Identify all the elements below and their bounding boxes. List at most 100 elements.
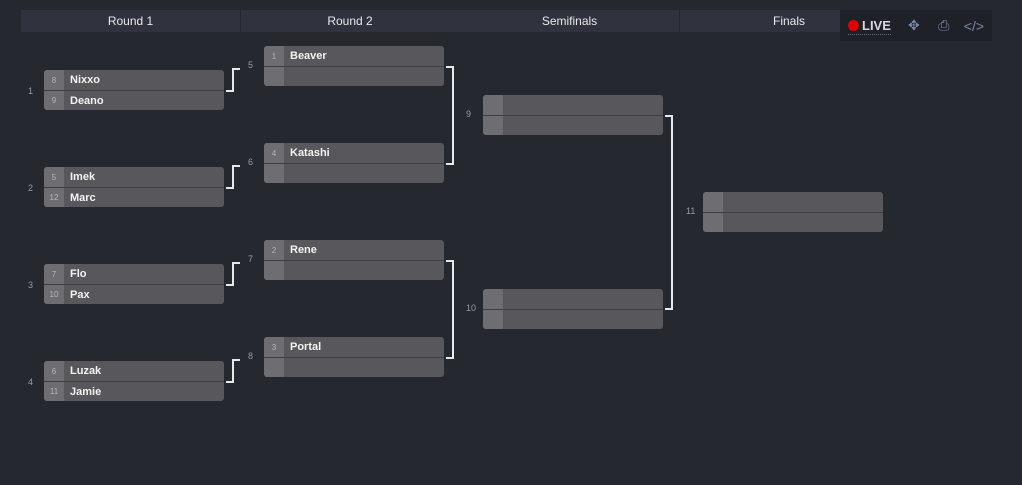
player-name: Nixxo xyxy=(70,74,100,86)
player-slot[interactable] xyxy=(264,357,444,377)
match[interactable]: 5 Imek 12 Marc xyxy=(44,167,224,207)
match[interactable]: 4 Katashi xyxy=(264,143,444,183)
match[interactable] xyxy=(703,192,883,232)
player-name: Katashi xyxy=(290,147,330,159)
match-number: 3 xyxy=(28,280,34,290)
toolbar: LIVE ✥ ⎙ </> xyxy=(840,10,992,41)
match-number: 10 xyxy=(466,303,477,313)
print-icon[interactable]: ⎙ xyxy=(938,17,950,33)
match[interactable] xyxy=(483,95,663,135)
player-name: Deano xyxy=(70,94,104,107)
match[interactable]: 2 Rene xyxy=(264,240,444,280)
player-slot[interactable] xyxy=(264,163,444,183)
match-number: 6 xyxy=(248,157,254,167)
player-slot[interactable] xyxy=(264,66,444,86)
connector-line xyxy=(232,262,240,264)
seed: 5 xyxy=(44,167,64,187)
match-number: 8 xyxy=(248,351,254,361)
seed: 8 xyxy=(44,70,64,90)
seed xyxy=(483,116,503,135)
player-name: Jamie xyxy=(70,385,102,398)
player-slot[interactable]: 2 Rene xyxy=(264,240,444,260)
seed: 2 xyxy=(264,240,284,260)
connector-line xyxy=(232,359,240,361)
player-slot[interactable]: 4 Katashi xyxy=(264,143,444,163)
seed xyxy=(483,95,503,115)
connector-line xyxy=(446,357,454,359)
connector-line xyxy=(226,90,234,92)
player-slot[interactable]: 3 Portal xyxy=(264,337,444,357)
live-dot-icon xyxy=(848,19,859,31)
player-name: Portal xyxy=(290,341,322,353)
seed xyxy=(703,213,723,232)
player-slot[interactable]: 7 Flo xyxy=(44,264,224,284)
player-slot[interactable]: 6 Luzak xyxy=(44,361,224,381)
seed: 12 xyxy=(44,188,64,207)
player-slot[interactable] xyxy=(483,289,663,309)
seed: 4 xyxy=(264,143,284,163)
match-number: 11 xyxy=(686,206,696,216)
connector-line xyxy=(452,260,454,359)
connector-line xyxy=(232,68,240,70)
player-name: Imek xyxy=(70,171,96,183)
player-slot[interactable] xyxy=(483,115,663,135)
player-name: Rene xyxy=(290,244,317,256)
match-number: 2 xyxy=(28,183,34,193)
connector-line xyxy=(665,308,673,310)
connector-line xyxy=(665,115,673,117)
connector-line xyxy=(226,381,234,383)
seed xyxy=(264,164,284,183)
seed: 6 xyxy=(44,361,64,381)
player-slot[interactable] xyxy=(483,309,663,329)
match-number: 9 xyxy=(466,109,472,119)
connector-line xyxy=(671,115,673,310)
connector-line xyxy=(226,187,234,189)
match[interactable]: 3 Portal xyxy=(264,337,444,377)
player-slot[interactable]: 5 Imek xyxy=(44,167,224,187)
seed xyxy=(264,261,284,280)
connector-line xyxy=(446,163,454,165)
seed xyxy=(264,67,284,86)
connector-line xyxy=(226,284,234,286)
seed: 7 xyxy=(44,264,64,284)
player-name: Flo xyxy=(70,268,87,280)
player-slot[interactable] xyxy=(264,260,444,280)
seed xyxy=(483,289,503,309)
connector-line xyxy=(232,359,234,383)
connector-line xyxy=(446,66,454,68)
connector-line xyxy=(232,165,234,189)
player-name: Marc xyxy=(70,191,96,204)
seed xyxy=(703,192,723,212)
player-name: Luzak xyxy=(70,365,102,377)
code-icon[interactable]: </> xyxy=(963,17,985,34)
seed: 10 xyxy=(44,285,64,304)
player-slot[interactable] xyxy=(483,95,663,115)
player-slot[interactable]: 8 Nixxo xyxy=(44,70,224,90)
match-number: 4 xyxy=(28,377,34,387)
live-button[interactable]: LIVE xyxy=(848,16,891,35)
connector-line xyxy=(232,262,234,286)
round-header: Round 2 xyxy=(240,10,461,32)
player-slot[interactable]: 12 Marc xyxy=(44,187,224,207)
seed: 3 xyxy=(264,337,284,357)
connector-line xyxy=(232,68,234,92)
connector-line xyxy=(232,165,240,167)
match[interactable] xyxy=(483,289,663,329)
connector-line xyxy=(452,66,454,165)
round-header: Round 1 xyxy=(21,10,241,32)
seed xyxy=(483,310,503,329)
round-header: Semifinals xyxy=(460,10,680,32)
move-icon[interactable]: ✥ xyxy=(908,17,920,33)
match-number: 7 xyxy=(248,254,254,264)
player-slot[interactable] xyxy=(703,212,883,232)
player-slot[interactable] xyxy=(703,192,883,212)
player-name: Beaver xyxy=(290,50,327,62)
